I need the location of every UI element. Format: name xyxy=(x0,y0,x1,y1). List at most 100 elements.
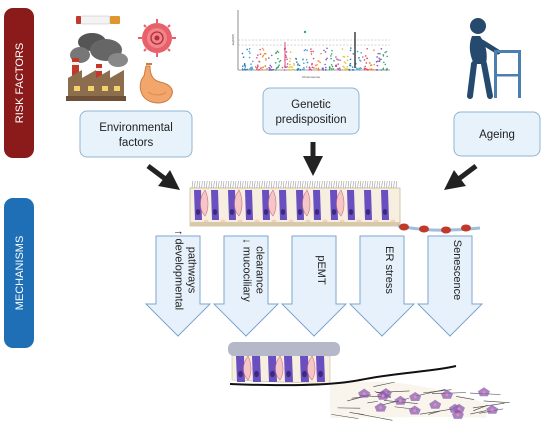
manhattan-point xyxy=(363,67,366,70)
manhattan-point xyxy=(341,48,344,50)
cilium xyxy=(294,180,297,189)
manhattan-point xyxy=(262,49,265,51)
remodelled-epithelium-illustration xyxy=(228,342,510,421)
cilium xyxy=(371,180,374,189)
manhattan-point xyxy=(242,56,245,59)
manhattan-point xyxy=(302,58,304,61)
manhattan-point xyxy=(344,62,347,64)
collagen-fibre xyxy=(367,400,378,404)
mechanism-label: Senescence xyxy=(451,240,463,301)
manhattan-point xyxy=(368,61,371,64)
cilium xyxy=(285,180,287,189)
manhattan-point xyxy=(256,56,258,59)
mechanism-arrow xyxy=(416,235,484,337)
cilium xyxy=(244,180,246,189)
manhattan-point xyxy=(342,65,344,68)
cell-nucleus xyxy=(254,370,259,378)
cilium xyxy=(251,180,254,189)
cilium xyxy=(328,180,330,189)
manhattan-plot-icon: Chromosome -log10(P) xyxy=(231,4,392,80)
manhattan-point xyxy=(297,63,299,65)
manhattan-point xyxy=(355,67,358,69)
cilium xyxy=(275,180,278,189)
manhattan-point xyxy=(250,63,252,65)
manhattan-xlabel: Chromosome xyxy=(302,75,320,79)
manhattan-point xyxy=(295,58,298,60)
manhattan-point xyxy=(288,68,291,71)
manhattan-point xyxy=(337,67,339,70)
manhattan-point xyxy=(265,57,267,60)
manhattan-point xyxy=(359,67,362,69)
cilium xyxy=(374,180,376,189)
fibroblast-nucleus xyxy=(413,408,417,412)
manhattan-point xyxy=(356,50,359,53)
manhattan-point xyxy=(261,68,264,71)
manhattan-point xyxy=(366,47,368,50)
mechanism-arrow xyxy=(280,235,348,337)
manhattan-peak xyxy=(303,30,307,34)
manhattan-point xyxy=(352,53,355,55)
goblet-cell xyxy=(302,189,311,217)
manhattan-point xyxy=(320,52,322,55)
cilium xyxy=(347,180,350,189)
manhattan-point xyxy=(326,57,328,60)
factory-icon xyxy=(66,33,128,101)
goblet-cell xyxy=(336,189,345,217)
cilium xyxy=(261,180,263,189)
cilium xyxy=(321,180,323,189)
cilium xyxy=(350,180,352,189)
cilium xyxy=(213,180,215,189)
cell-nucleus xyxy=(297,209,303,215)
manhattan-point xyxy=(349,62,352,65)
manhattan-point xyxy=(330,68,333,70)
ciliated-cell xyxy=(279,190,287,220)
manhattan-point xyxy=(349,58,352,61)
manhattan-point xyxy=(358,56,360,59)
cilium xyxy=(316,180,318,189)
manhattan-point xyxy=(342,55,345,58)
environmental-factors-box: Environmental factors xyxy=(79,110,193,158)
manhattan-point xyxy=(279,59,282,62)
manhattan-point xyxy=(278,64,280,67)
ageing-arrow xyxy=(444,164,478,190)
manhattan-point xyxy=(326,47,328,50)
manhattan-point xyxy=(328,67,331,69)
manhattan-point xyxy=(289,69,292,71)
manhattan-point xyxy=(243,63,246,65)
ciliated-cell xyxy=(313,190,321,220)
cilium xyxy=(206,180,208,189)
goblet-cell xyxy=(275,355,284,381)
manhattan-point xyxy=(259,53,262,55)
manhattan-point xyxy=(275,51,277,54)
elderly-walker-icon xyxy=(467,18,521,99)
manhattan-point xyxy=(343,66,345,69)
manhattan-point xyxy=(351,68,354,71)
cilium xyxy=(357,180,359,189)
manhattan-point xyxy=(364,67,367,70)
collagen-fibre xyxy=(419,408,454,415)
manhattan-point xyxy=(259,67,262,69)
cilium xyxy=(330,180,333,189)
manhattan-point xyxy=(244,68,247,71)
ciliated-cell xyxy=(364,190,372,220)
manhattan-point xyxy=(246,48,248,51)
manhattan-point xyxy=(373,63,376,66)
remodelled-cells xyxy=(236,355,325,382)
manhattan-point xyxy=(343,61,346,63)
manhattan-ylabel: -log10(P) xyxy=(231,34,235,46)
manhattan-point xyxy=(310,69,313,71)
manhattan-point xyxy=(250,69,252,71)
manhattan-point xyxy=(377,60,379,63)
mechanism-arrow xyxy=(212,235,280,337)
cilium xyxy=(215,180,218,189)
fibroblast-nucleus xyxy=(490,408,494,412)
manhattan-point xyxy=(244,66,247,68)
collagen-fibre xyxy=(416,388,446,397)
manhattan-point xyxy=(286,66,288,68)
cilium xyxy=(268,180,270,189)
manhattan-point xyxy=(308,66,311,69)
manhattan-point xyxy=(371,68,374,71)
cilium xyxy=(345,180,347,189)
